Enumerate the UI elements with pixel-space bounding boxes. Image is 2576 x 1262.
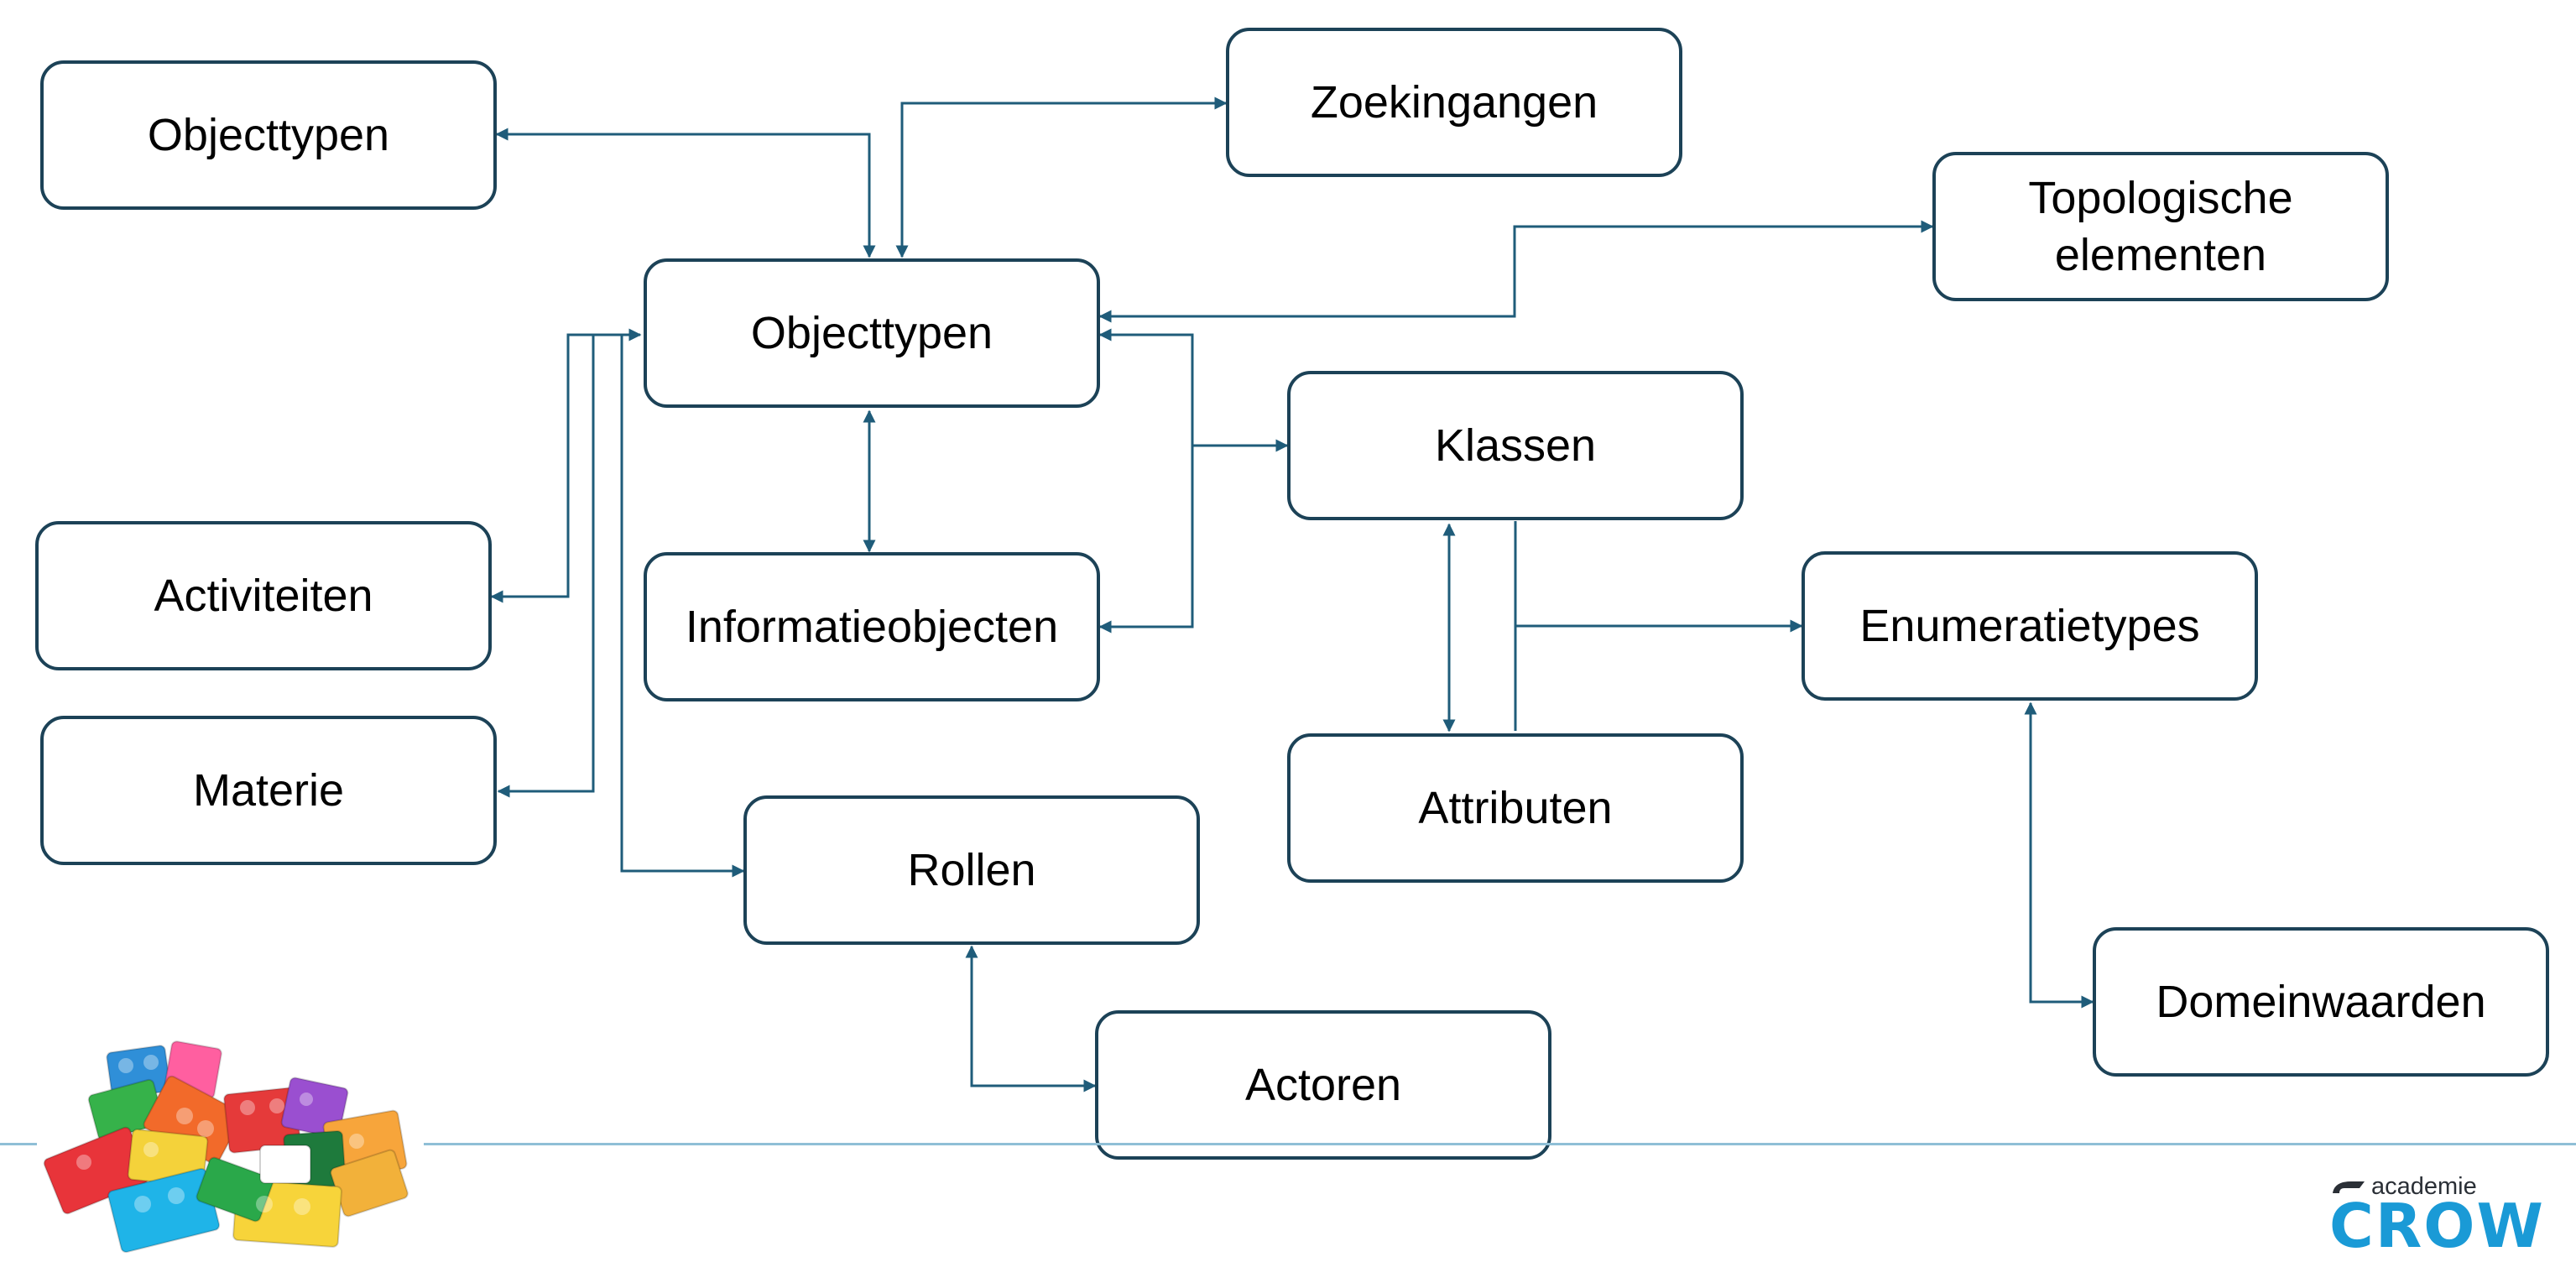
logo-academie-text: academie: [2371, 1173, 2477, 1200]
node-label: Activiteiten: [154, 570, 373, 621]
edge-central-to-materie: [497, 333, 640, 798]
node-label: Attributen: [1418, 782, 1613, 833]
node-label: Objecttypen: [750, 307, 993, 358]
node-label: Zoekingangen: [1310, 76, 1598, 128]
node-label-group: Topologische elementen: [2028, 169, 2292, 284]
node-label: Rollen: [907, 844, 1036, 895]
node-zoekingangen[interactable]: Zoekingangen: [1226, 28, 1682, 177]
node-enumeratietypes[interactable]: Enumeratietypes: [1802, 551, 2258, 701]
crow-logo: CROW: [2329, 1181, 2545, 1254]
edge-rollen-to-actoren: [965, 945, 1097, 1093]
node-label-line-2: elementen: [2054, 230, 2267, 280]
node-domeinwaarden[interactable]: Domeinwaarden: [2093, 927, 2549, 1077]
node-topologische-elementen[interactable]: Topologische elementen: [1932, 152, 2389, 301]
node-objecttypen-external[interactable]: Objecttypen: [40, 60, 497, 210]
node-materie[interactable]: Materie: [40, 716, 497, 865]
node-attributen[interactable]: Attributen: [1287, 733, 1744, 883]
node-informatieobjecten[interactable]: Informatieobjecten: [644, 552, 1100, 701]
edge-central-to-zoekingangen: [895, 96, 1228, 258]
logo-wordmark: CROW: [2329, 1191, 2545, 1254]
footer-divider-right: [424, 1143, 2576, 1145]
edge-klassen-to-informatieobjecten: [1098, 446, 1194, 634]
edge-central-to-external-objecttypen: [495, 128, 876, 258]
logo-swoosh-icon: [2333, 1181, 2365, 1193]
edge-central-to-topologische: [1098, 220, 1934, 323]
node-label: Materie: [192, 764, 345, 816]
node-label: Actoren: [1244, 1059, 1402, 1110]
lego-bricks-icon: [43, 1040, 409, 1254]
edge-enumeratietypes-to-domeinwaarden: [2024, 701, 2094, 1009]
edge-central-to-activiteiten: [490, 328, 642, 603]
node-label: Klassen: [1434, 420, 1597, 471]
edge-central-to-klassen: [1098, 328, 1289, 452]
node-activiteiten[interactable]: Activiteiten: [35, 521, 492, 670]
node-rollen[interactable]: Rollen: [743, 795, 1200, 945]
node-label-line-1: Topologische: [2028, 172, 2293, 223]
node-label: Enumeratietypes: [1859, 600, 2200, 651]
node-klassen[interactable]: Klassen: [1287, 371, 1744, 520]
node-objecttypen-central[interactable]: Objecttypen: [644, 258, 1100, 408]
edge-central-to-rollen: [620, 333, 745, 878]
node-label: Domeinwaarden: [2156, 976, 2486, 1027]
node-label: Informatieobjecten: [685, 601, 1059, 652]
node-actoren[interactable]: Actoren: [1095, 1010, 1551, 1160]
node-label: Objecttypen: [147, 109, 390, 160]
footer-divider-left: [0, 1143, 37, 1145]
edge-attributen-to-enumeratietypes: [1514, 521, 1802, 731]
